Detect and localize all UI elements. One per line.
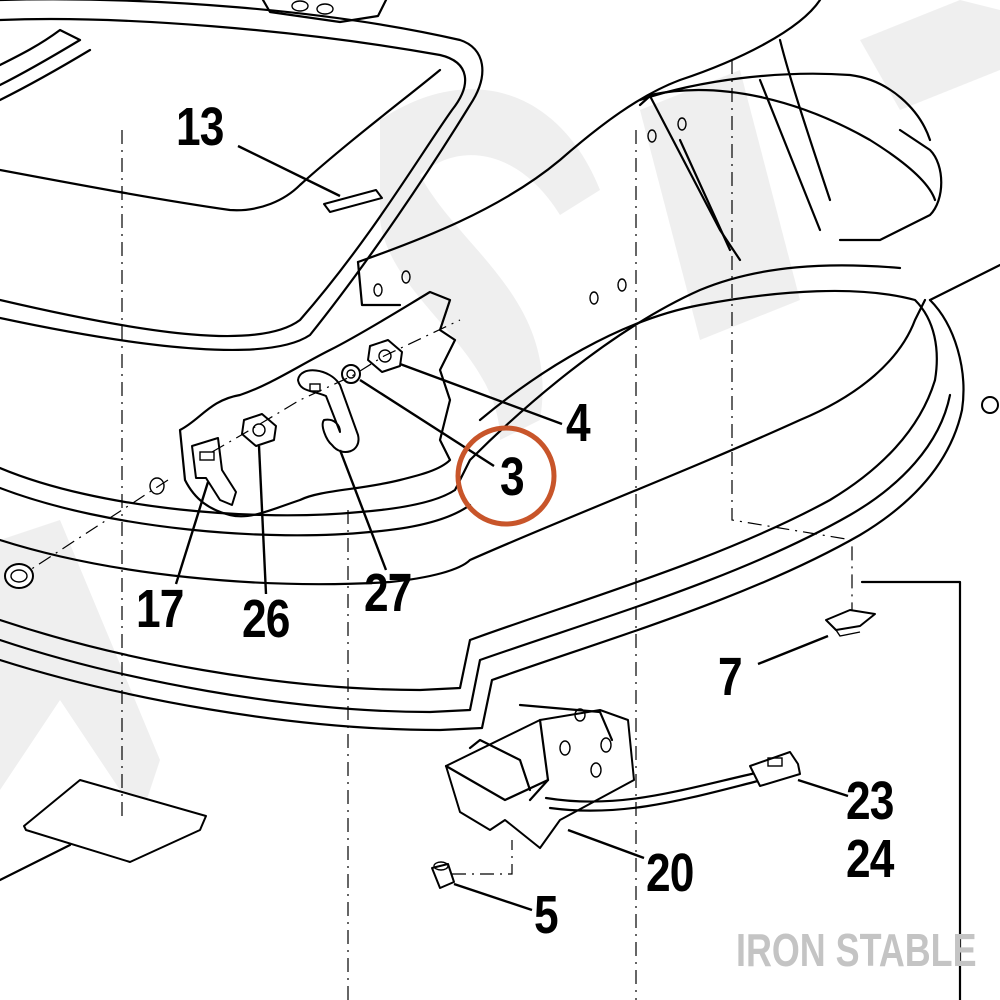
callout-27: 27 <box>364 563 412 623</box>
centerlines <box>29 60 853 1000</box>
left-hardware <box>0 563 207 882</box>
group-bracket <box>860 580 962 1000</box>
callout-17: 17 <box>136 579 184 639</box>
callout-20: 20 <box>646 843 694 903</box>
callout-5: 5 <box>534 885 559 945</box>
highlight-ring <box>455 425 557 527</box>
callout-13: 13 <box>176 97 224 157</box>
callout-23: 23 <box>846 771 894 831</box>
callout-26: 26 <box>242 589 290 649</box>
callout-24: 24 <box>846 829 894 889</box>
trunk-lid <box>0 0 484 352</box>
fasteners <box>431 609 876 889</box>
latch-assembly <box>444 703 801 849</box>
leader-lines <box>174 144 849 912</box>
latch-cutout <box>178 290 457 518</box>
callout-3: 3 <box>500 447 525 507</box>
watermark-logo-text: IRON STABLE <box>736 924 977 976</box>
background-watermark-shapes <box>0 0 1000 820</box>
callout-7: 7 <box>718 647 743 707</box>
callout-4: 4 <box>566 393 591 453</box>
